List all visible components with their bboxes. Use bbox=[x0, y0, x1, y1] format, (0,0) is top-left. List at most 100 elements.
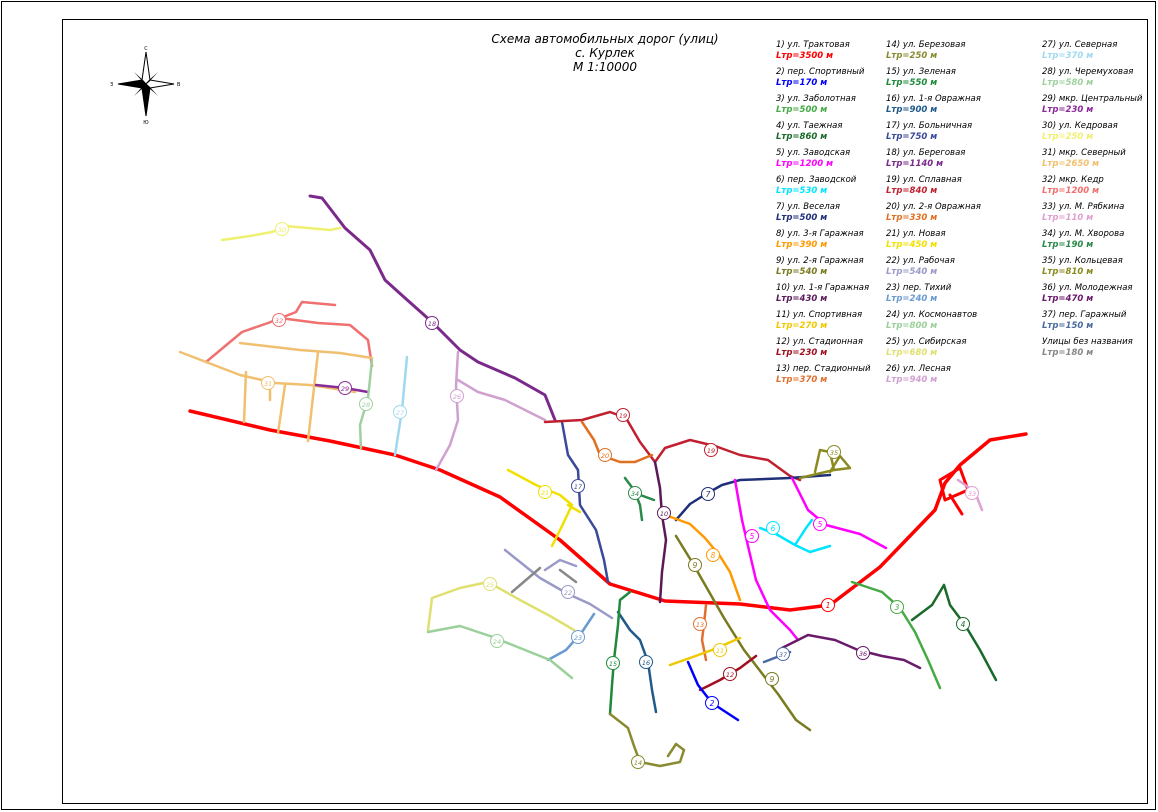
legend-street-length: Lтр=270 м bbox=[776, 320, 828, 331]
legend-street-length: Lтр=1140 м bbox=[886, 158, 944, 169]
road-label-12: 12 bbox=[723, 667, 737, 681]
road-label-15: 15 bbox=[606, 656, 620, 670]
road-label-4: 4 bbox=[956, 617, 970, 631]
svg-text:2: 2 bbox=[710, 699, 715, 708]
svg-text:19: 19 bbox=[619, 412, 627, 420]
legend-street-name: Улицы без названия bbox=[1042, 337, 1133, 347]
road-label-5: 5 bbox=[745, 529, 759, 543]
road-label-28: 28 bbox=[359, 397, 373, 411]
legend-street-length: Lтр=170 м bbox=[776, 77, 828, 88]
road-label-9: 9 bbox=[688, 558, 702, 572]
svg-text:13: 13 bbox=[696, 621, 704, 629]
road-32 bbox=[204, 300, 374, 368]
legend-street-length: Lтр=470 м bbox=[1042, 293, 1094, 304]
road-label-34: 34 bbox=[628, 486, 642, 500]
svg-text:9: 9 bbox=[693, 561, 698, 570]
road-21 bbox=[506, 468, 582, 548]
svg-text:24: 24 bbox=[493, 638, 501, 646]
map-title-line2: с. Курлек bbox=[575, 46, 635, 60]
legend-street-name: 9) ул. 2-я Гаражная bbox=[776, 256, 864, 266]
legend-street-length: Lтр=500 м bbox=[776, 212, 828, 223]
legend-street-name: 16) ул. 1-я Овражная bbox=[886, 94, 981, 104]
legend-street-name: 28) ул. Черемуховая bbox=[1042, 67, 1134, 77]
legend-street-length: Lтр=550 м bbox=[886, 77, 938, 88]
legend-street-name: 19) ул. Сплавная bbox=[886, 175, 962, 185]
svg-text:32: 32 bbox=[275, 317, 283, 325]
legend-street-length: Lтр=230 м bbox=[776, 347, 828, 358]
road-label-24: 24 bbox=[490, 634, 504, 648]
road-label-18: 18 bbox=[425, 316, 439, 330]
road-16 bbox=[616, 610, 658, 714]
legend-street-name: 18) ул. Береговая bbox=[886, 148, 966, 158]
legend-street-name: 14) ул. Березовая bbox=[886, 40, 966, 50]
legend-street-name: 11) ул. Спортивная bbox=[776, 310, 863, 320]
svg-text:28: 28 bbox=[362, 401, 370, 409]
svg-text:11: 11 bbox=[716, 647, 724, 655]
legend-street-length: Lтр=450 м bbox=[886, 239, 938, 250]
road-label-2: 2 bbox=[705, 696, 719, 710]
road-13 bbox=[700, 603, 708, 662]
legend-street-name: 34) ул. М. Хворова bbox=[1042, 229, 1125, 239]
road-18 bbox=[308, 194, 557, 422]
legend-street-name: 4) ул. Таежная bbox=[776, 121, 843, 131]
map-title: Схема автомобильных дорог (улиц) с. Курл… bbox=[470, 32, 740, 74]
svg-text:29: 29 bbox=[341, 385, 349, 393]
road-label-37: 37 bbox=[776, 647, 790, 661]
road-label-6: 6 bbox=[766, 521, 780, 535]
legend-street-length: Lтр=1200 м bbox=[1042, 185, 1100, 196]
svg-text:5: 5 bbox=[818, 520, 823, 529]
road-11 bbox=[668, 636, 742, 667]
legend-street-length: Lтр=840 м bbox=[886, 185, 938, 196]
road-label-33: 33 bbox=[965, 486, 979, 500]
road-3 bbox=[850, 580, 942, 690]
road-label-35: 35 bbox=[827, 445, 841, 459]
legend-street-name: 37) пер. Гаражный bbox=[1042, 310, 1127, 320]
roads-layer bbox=[178, 194, 1028, 768]
svg-text:1: 1 bbox=[826, 601, 831, 610]
road-35 bbox=[798, 448, 852, 480]
compass-rose-icon: С Ю В З bbox=[110, 46, 181, 126]
road-label-8: 8 bbox=[706, 548, 720, 562]
legend-street-name: 3) ул. Заболотная bbox=[776, 94, 856, 104]
road-label-27: 27 bbox=[393, 405, 407, 419]
svg-text:9: 9 bbox=[770, 675, 775, 684]
svg-text:8: 8 bbox=[711, 551, 716, 560]
road-2 bbox=[686, 660, 740, 722]
legend-street-name: 7) ул. Веселая bbox=[776, 202, 841, 212]
svg-text:6: 6 bbox=[771, 524, 776, 533]
legend-street-length: Lтр=1200 м bbox=[776, 158, 834, 169]
road-4 bbox=[910, 583, 998, 682]
svg-text:23: 23 bbox=[574, 634, 582, 642]
svg-text:31: 31 bbox=[264, 380, 272, 388]
legend-street-name: 30) ул. Кедровая bbox=[1042, 121, 1118, 131]
legend-street-name: 15) ул. Зеленая bbox=[886, 67, 956, 77]
map-frame bbox=[62, 19, 1148, 804]
road-label-11: 11 bbox=[713, 643, 727, 657]
legend-street-name: 5) ул. Заводская bbox=[776, 148, 851, 158]
svg-text:22: 22 bbox=[564, 589, 572, 597]
legend-street-name: 17) ул. Больничная bbox=[886, 121, 973, 131]
legend-street-length: Lтр=680 м bbox=[886, 347, 938, 358]
legend-street-length: Lтр=180 м bbox=[1042, 347, 1094, 358]
legend-street-length: Lтр=330 м bbox=[886, 212, 938, 223]
road-label-20: 20 bbox=[598, 448, 612, 462]
road-label-16: 16 bbox=[639, 655, 653, 669]
map-title-line1: Схема автомобильных дорог (улиц) bbox=[491, 32, 719, 46]
legend-street-length: Lтр=530 м bbox=[776, 185, 828, 196]
